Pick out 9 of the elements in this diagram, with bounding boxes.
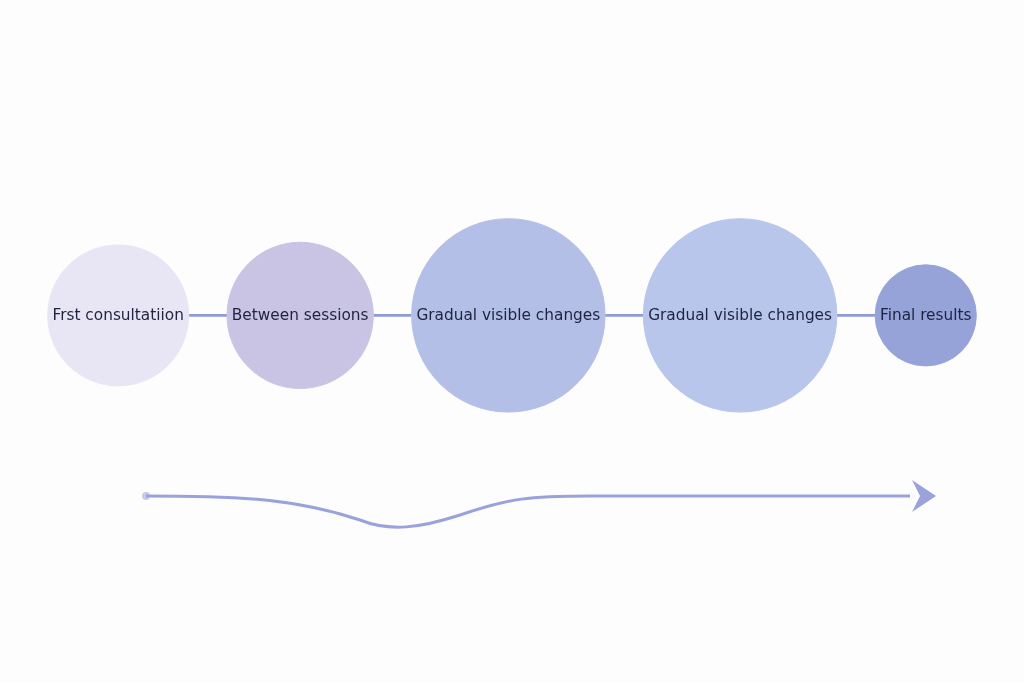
connector [605,313,644,317]
node-circle: Final results [874,263,977,367]
connector [836,313,876,317]
connector [188,313,227,317]
node-circle: Gradual visible changes [642,217,838,413]
connector [373,313,412,317]
node-circle: Frst consultatiion [47,244,190,386]
node-circle: Gradual visible changes [411,217,606,413]
node-circle: Between sessions [226,241,374,389]
